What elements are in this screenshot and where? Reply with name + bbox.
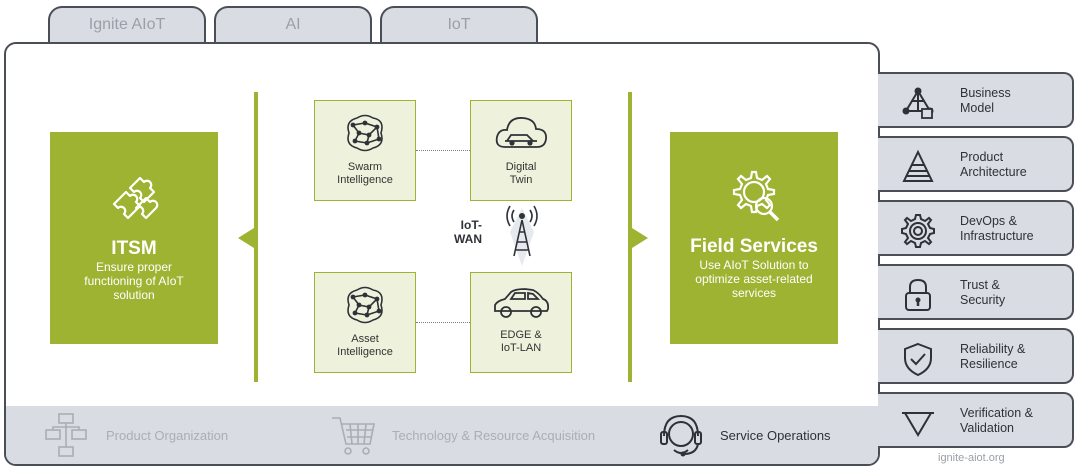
- technology-resource-acquisition-label: Technology & Resource Acquisition: [392, 427, 596, 443]
- side-item-reliability-resilience[interactable]: Reliability & Resilience: [878, 328, 1074, 384]
- itsm-title: ITSM: [111, 238, 157, 259]
- itsm-box: ITSM Ensure proper functioning of AIoT s…: [50, 132, 218, 344]
- edge-iot-lan-node: EDGE & IoT-LAN: [470, 272, 572, 373]
- service-operations-label: Service Operations: [720, 427, 831, 443]
- swarm-intelligence-node: Swarm Intelligence: [314, 100, 416, 201]
- puzzle-icon: [112, 176, 159, 220]
- business-model-line-1: Business: [960, 86, 1011, 100]
- iot-wan-line-1: IoT-: [460, 218, 482, 232]
- edge-line-2: IoT-LAN: [500, 342, 542, 354]
- pyramid-icon: [902, 149, 934, 182]
- gear-search-icon: [732, 170, 780, 222]
- asset-edge-connector: [416, 322, 470, 323]
- asset-intelligence-node: Asset Intelligence: [314, 272, 416, 373]
- right-divider: [628, 92, 632, 382]
- right-arrow: [632, 228, 648, 248]
- verification-validation-label: Verification & Validation: [960, 406, 1033, 436]
- shopping-cart-icon: [332, 417, 375, 455]
- side-item-business-model[interactable]: Business Model: [878, 72, 1074, 128]
- reliability-line-2: Resilience: [960, 357, 1018, 371]
- devops-infrastructure-label: DevOps & Infrastructure: [960, 214, 1034, 244]
- itsm-line-2: functioning of AIoT: [84, 274, 184, 288]
- shield-check-icon: [904, 342, 932, 377]
- itsm-line-1: Ensure proper: [95, 260, 173, 274]
- technology-resource-acquisition-item[interactable]: Technology & Resource Acquisition: [328, 406, 595, 464]
- lock-icon: [905, 278, 931, 311]
- org-chart-icon: [45, 413, 87, 457]
- product-architecture-line-1: Product: [960, 150, 1004, 164]
- left-divider: [254, 92, 258, 382]
- footer-url: ignite-aiot.org: [938, 452, 1005, 464]
- business-model-line-2: Model: [960, 101, 995, 115]
- down-triangle-icon: [902, 412, 934, 437]
- reliability-resilience-label: Reliability & Resilience: [960, 342, 1025, 372]
- left-arrow: [238, 228, 254, 248]
- field-services-line-1: Use AIoT Solution to: [699, 258, 809, 272]
- cloud-car-icon: [495, 117, 547, 148]
- product-architecture-line-2: Architecture: [960, 165, 1027, 179]
- iot-wan-line-2: WAN: [454, 232, 482, 246]
- reliability-line-1: Reliability &: [960, 342, 1026, 356]
- antenna-tower-icon: [506, 205, 538, 266]
- devops-line-1: DevOps &: [960, 214, 1017, 228]
- side-item-verification-validation[interactable]: Verification & Validation: [878, 392, 1074, 448]
- tab-ai[interactable]: AI: [214, 6, 372, 46]
- tab-ignite-aiot[interactable]: Ignite AIoT: [48, 6, 206, 46]
- main-frame: ITSM Ensure proper functioning of AIoT s…: [4, 42, 880, 466]
- bottom-bar: Product Organization Technology & Resour…: [6, 406, 878, 464]
- tab-iot[interactable]: IoT: [380, 6, 538, 46]
- network-brain-icon: [347, 114, 383, 152]
- swarm-line-2: Intelligence: [337, 174, 393, 186]
- car-icon: [494, 288, 550, 318]
- twin-line-2: Twin: [509, 174, 533, 186]
- network-brain-icon: [347, 286, 383, 324]
- asset-line-1: Asset: [351, 333, 379, 345]
- itsm-line-3: solution: [113, 288, 155, 302]
- field-services-line-3: services: [731, 286, 776, 300]
- swarm-line-1: Swarm: [347, 161, 383, 173]
- side-item-devops-infrastructure[interactable]: DevOps & Infrastructure: [878, 200, 1074, 256]
- side-item-product-architecture[interactable]: Product Architecture: [878, 136, 1074, 192]
- product-organization-label: Product Organization: [106, 427, 229, 443]
- twin-line-1: Digital: [505, 161, 537, 173]
- trust-security-label: Trust & Security: [960, 278, 1005, 308]
- side-item-trust-security[interactable]: Trust & Security: [878, 264, 1074, 320]
- product-organization-item[interactable]: Product Organization: [42, 406, 228, 464]
- asset-line-2: Intelligence: [337, 346, 393, 358]
- field-services-title: Field Services: [690, 236, 818, 257]
- swarm-twin-connector: [416, 150, 470, 151]
- edge-line-1: EDGE &: [500, 329, 542, 341]
- business-model-label: Business Model: [960, 86, 1011, 116]
- devops-line-2: Infrastructure: [960, 229, 1034, 243]
- headset-icon: [660, 414, 702, 457]
- gear-icon: [901, 214, 935, 248]
- digital-twin-node: Digital Twin: [470, 100, 572, 201]
- field-services-box: Field Services Use AIoT Solution to opti…: [670, 132, 838, 344]
- trust-line-1: Trust &: [960, 278, 1000, 292]
- iot-wan-label: IoT- WAN: [438, 218, 482, 246]
- business-model-icon: [902, 87, 934, 119]
- verification-line-2: Validation: [960, 421, 1014, 435]
- trust-line-2: Security: [960, 293, 1006, 307]
- product-architecture-label: Product Architecture: [960, 150, 1027, 180]
- service-operations-item[interactable]: Service Operations: [656, 406, 831, 464]
- verification-line-1: Verification &: [960, 406, 1033, 420]
- field-services-line-2: optimize asset-related: [695, 272, 813, 286]
